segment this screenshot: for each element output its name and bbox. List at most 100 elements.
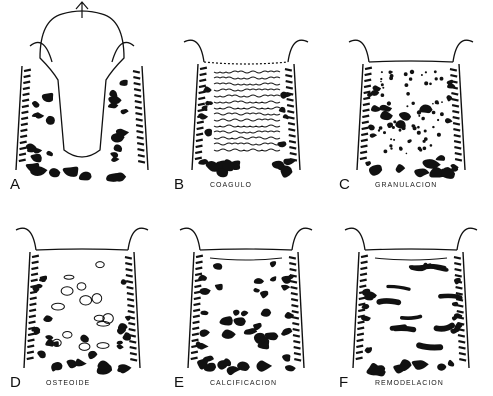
granulation-cell bbox=[379, 126, 383, 130]
trabecular-bone bbox=[117, 341, 123, 345]
trabecular-bone bbox=[370, 133, 377, 137]
trabecular-bone bbox=[114, 144, 123, 152]
trabecular-bone bbox=[200, 311, 208, 315]
granulation-cell bbox=[380, 78, 382, 80]
gingiva-right bbox=[457, 228, 477, 250]
cortical-hatch bbox=[360, 151, 367, 155]
socket-surface bbox=[369, 61, 453, 62]
cortical-hatch bbox=[29, 303, 36, 307]
cortical-hatch bbox=[292, 328, 299, 332]
cortical-hatch bbox=[127, 292, 134, 296]
cortical-hatch bbox=[453, 128, 460, 132]
cortical-hatch bbox=[27, 357, 34, 361]
granulation-cell bbox=[380, 81, 382, 83]
cortical-hatch bbox=[133, 70, 140, 74]
granulation-cell bbox=[435, 77, 438, 80]
trabecular-bone bbox=[361, 316, 371, 321]
trabecular-bone bbox=[37, 351, 46, 359]
trabecular-bone bbox=[45, 339, 53, 346]
osteoid-island bbox=[63, 332, 72, 339]
osteoid-island bbox=[80, 296, 92, 305]
granulation-cell bbox=[430, 144, 433, 147]
cortical-hatch bbox=[19, 153, 26, 157]
cortical-hatch bbox=[134, 94, 141, 98]
epithelial-cover bbox=[375, 258, 447, 260]
cortical-hatch bbox=[455, 286, 462, 290]
cortical-hatch bbox=[137, 136, 144, 140]
trabecular-bone bbox=[123, 332, 131, 340]
cortical-hatch bbox=[130, 358, 137, 362]
stage-caption: GRANULACION bbox=[375, 182, 437, 189]
cortical-hatch bbox=[290, 152, 297, 156]
cortical-hatch bbox=[22, 93, 29, 97]
cortical-hatch bbox=[459, 352, 466, 356]
granulation-cell bbox=[421, 74, 423, 76]
trabecular-bone bbox=[197, 343, 208, 350]
cortical-hatch bbox=[361, 139, 368, 143]
cortical-hatch bbox=[450, 68, 457, 72]
cortical-hatch bbox=[356, 345, 363, 349]
cortical-hatch bbox=[128, 328, 135, 332]
trabecular-bone bbox=[283, 114, 289, 119]
cortical-hatch bbox=[29, 315, 36, 319]
basal-bone bbox=[396, 164, 406, 173]
gingiva-right bbox=[288, 40, 308, 62]
cortical-hatch bbox=[454, 262, 461, 266]
cortical-hatch bbox=[286, 86, 293, 90]
clot-fibrin bbox=[214, 119, 280, 121]
cortical-hatch bbox=[192, 327, 199, 331]
panel-label: C bbox=[339, 176, 350, 193]
cortical-hatch bbox=[194, 285, 201, 289]
basal-bone bbox=[285, 365, 296, 371]
trabecular-bone bbox=[281, 285, 290, 291]
panel-label: F bbox=[339, 374, 348, 391]
granulation-cell bbox=[412, 124, 415, 127]
cortical-hatch bbox=[360, 145, 367, 149]
basal-bone bbox=[369, 165, 382, 176]
cortical-hatch bbox=[23, 81, 30, 85]
granulation-cell bbox=[423, 140, 426, 143]
cortical-hatch bbox=[194, 297, 201, 301]
clot-fibrin bbox=[214, 95, 280, 97]
cortical-hatch bbox=[451, 92, 458, 96]
trabecular-bone bbox=[445, 118, 453, 123]
trabecular-bone bbox=[419, 105, 432, 114]
cortical-hatch bbox=[294, 358, 301, 362]
cortical-hatch bbox=[459, 358, 466, 362]
trabecular-bone bbox=[365, 161, 371, 166]
cortical-hatch bbox=[28, 321, 35, 325]
cortical-hatch bbox=[291, 292, 298, 296]
gingiva-left bbox=[345, 228, 365, 250]
trabecular-bone bbox=[380, 111, 393, 120]
granulation-cell bbox=[432, 126, 434, 128]
panel-label: E bbox=[174, 374, 184, 391]
osteoid-island bbox=[61, 287, 73, 295]
cortical-hatch bbox=[30, 297, 37, 301]
trabecular-bone bbox=[32, 101, 40, 108]
trabecular-bone bbox=[42, 93, 53, 102]
socket-illustration-b bbox=[164, 0, 328, 198]
socket-illustration-c bbox=[329, 0, 493, 198]
cortical-hatch bbox=[31, 267, 38, 271]
cortical-hatch bbox=[129, 346, 136, 350]
trabecular-bone bbox=[452, 302, 458, 307]
trabecular-bone bbox=[63, 167, 79, 177]
cortical-hatch bbox=[458, 334, 465, 338]
trabecular-bone bbox=[277, 141, 286, 147]
clot-fibrin bbox=[214, 101, 280, 103]
granulation-cell bbox=[406, 73, 408, 75]
granulation-cell bbox=[409, 77, 412, 80]
cortical-hatch bbox=[126, 286, 133, 290]
panel-c: C GRANULACION bbox=[329, 0, 493, 198]
socket-wall-edge bbox=[298, 252, 304, 368]
trabecular-bone bbox=[30, 166, 47, 176]
remodeled-trabecula bbox=[440, 296, 460, 298]
cortical-hatch bbox=[27, 339, 34, 343]
granulation-cell bbox=[393, 120, 396, 123]
trabecular-bone bbox=[204, 129, 212, 137]
cortical-hatch bbox=[356, 339, 363, 343]
panel-a: A bbox=[0, 0, 164, 198]
granulation-cell bbox=[437, 102, 439, 104]
cortical-hatch bbox=[293, 346, 300, 350]
cortical-hatch bbox=[133, 82, 140, 86]
